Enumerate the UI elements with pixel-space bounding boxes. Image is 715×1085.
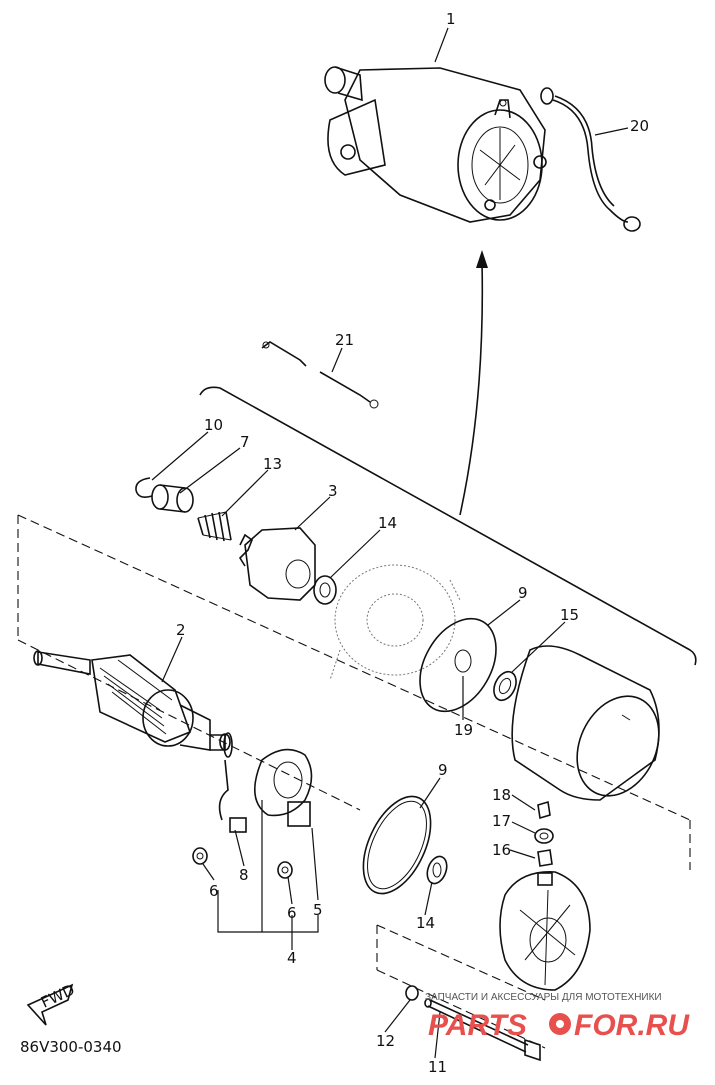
part-number-3: 3 bbox=[328, 482, 338, 500]
brush-holder-assembly bbox=[192, 732, 313, 879]
part-number-5: 5 bbox=[313, 901, 323, 919]
watermark-gear-icon bbox=[549, 1013, 571, 1035]
part-number-9-upper: 9 bbox=[518, 584, 528, 602]
part-number-17: 17 bbox=[492, 812, 511, 830]
washer-upper bbox=[313, 575, 337, 605]
part-number-2: 2 bbox=[176, 621, 186, 639]
group-bracket-solid bbox=[199, 386, 697, 666]
rear-cover bbox=[499, 871, 591, 991]
starter-clutch bbox=[238, 527, 316, 601]
part-labels: 1 20 21 10 7 13 3 14 2 9 15 19 9 18 17 1… bbox=[176, 10, 649, 1076]
watermark: ЗАПЧАСТИ И АКСЕССУАРЫ ДЛЯ МОТОТЕХНИКИ PA… bbox=[425, 992, 690, 1042]
fwd-label: FWD bbox=[38, 981, 77, 1012]
spring bbox=[197, 511, 232, 542]
nut-washer-stack bbox=[534, 800, 554, 867]
brush-lead-rods bbox=[261, 341, 379, 409]
part-number-13: 13 bbox=[263, 455, 282, 473]
part-number-14-lower: 14 bbox=[416, 914, 435, 932]
part-number-10: 10 bbox=[204, 416, 223, 434]
assembly-arrow bbox=[459, 250, 488, 516]
part-number-12: 12 bbox=[376, 1032, 395, 1050]
part-number-9-lower: 9 bbox=[438, 761, 448, 779]
part-number-20: 20 bbox=[630, 117, 649, 135]
watermark-brand-left: PARTS bbox=[428, 1009, 527, 1042]
part-number-21: 21 bbox=[335, 331, 354, 349]
washer-lower bbox=[426, 855, 448, 885]
part-number-7: 7 bbox=[240, 433, 250, 451]
part-number-14-upper: 14 bbox=[378, 514, 397, 532]
yoke-housing bbox=[511, 645, 660, 801]
diagram-code: 86V300-0340 bbox=[20, 1038, 122, 1056]
part-number-15: 15 bbox=[560, 606, 579, 624]
armature bbox=[33, 650, 231, 751]
part-number-6-left: 6 bbox=[209, 882, 219, 900]
watermark-tagline: ЗАПЧАСТИ И АКСЕССУАРЫ ДЛЯ МОТОТЕХНИКИ bbox=[425, 992, 662, 1003]
through-bolt bbox=[405, 985, 541, 1062]
leader-lines bbox=[151, 27, 629, 1059]
part-number-11: 11 bbox=[428, 1058, 447, 1076]
starter-lead-wire bbox=[540, 87, 641, 232]
part-number-6-right: 6 bbox=[287, 904, 297, 922]
collar bbox=[151, 484, 194, 513]
part-number-16: 16 bbox=[492, 841, 511, 859]
part-number-18: 18 bbox=[492, 786, 511, 804]
part-number-4: 4 bbox=[287, 949, 297, 967]
front-cover bbox=[329, 564, 461, 681]
o-ring-lower bbox=[362, 795, 432, 895]
part-number-8: 8 bbox=[239, 866, 249, 884]
fwd-arrow: FWD bbox=[26, 981, 77, 1026]
part-number-1: 1 bbox=[446, 10, 456, 28]
circlip bbox=[135, 477, 153, 498]
o-ring-upper bbox=[419, 617, 497, 713]
exploded-group-outline bbox=[17, 514, 691, 1049]
watermark-brand-right: FOR.RU bbox=[574, 1009, 690, 1042]
starter-motor-assembly bbox=[324, 66, 547, 223]
washer-15 bbox=[493, 670, 517, 702]
part-number-19: 19 bbox=[454, 721, 473, 739]
